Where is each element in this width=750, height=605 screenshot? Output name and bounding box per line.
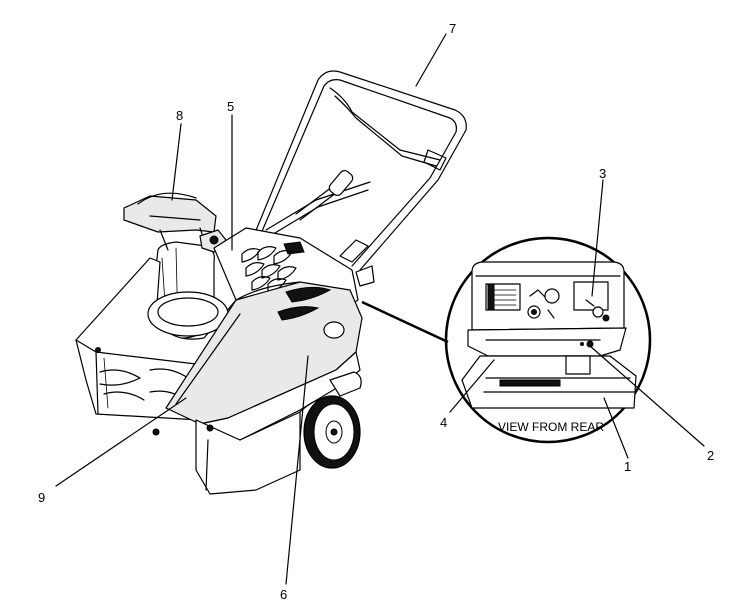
callout-8: 8	[176, 108, 183, 123]
leader-8	[171, 123, 182, 201]
rear-deck	[467, 327, 627, 357]
leader-4	[449, 359, 495, 413]
rear-view-inset	[361, 236, 652, 444]
callout-3: 3	[599, 166, 606, 181]
callout-4: 4	[440, 415, 447, 430]
main-shroud	[165, 281, 363, 443]
leader-6	[285, 355, 309, 585]
snowblower-illustration	[75, 70, 467, 495]
leader-1	[603, 397, 629, 459]
callout-labels: 7 8 5 3 4 1 2 9 6	[38, 21, 714, 602]
handle	[251, 70, 467, 287]
inset-caption: VIEW FROM REAR	[498, 420, 604, 434]
leader-lines	[55, 33, 705, 585]
callout-1: 1	[624, 459, 631, 474]
callout-7: 7	[449, 21, 456, 36]
callout-5: 5	[227, 99, 234, 114]
leader-3	[591, 179, 604, 297]
callout-9: 9	[38, 490, 45, 505]
front-scraper	[195, 411, 301, 495]
cooling-fins	[241, 246, 297, 293]
callout-2: 2	[707, 448, 714, 463]
wheel	[299, 371, 362, 469]
inset-connector	[361, 300, 449, 344]
leader-9	[55, 397, 187, 487]
leader-7	[415, 33, 447, 87]
leader-2	[589, 345, 705, 447]
callout-6: 6	[280, 587, 287, 600]
